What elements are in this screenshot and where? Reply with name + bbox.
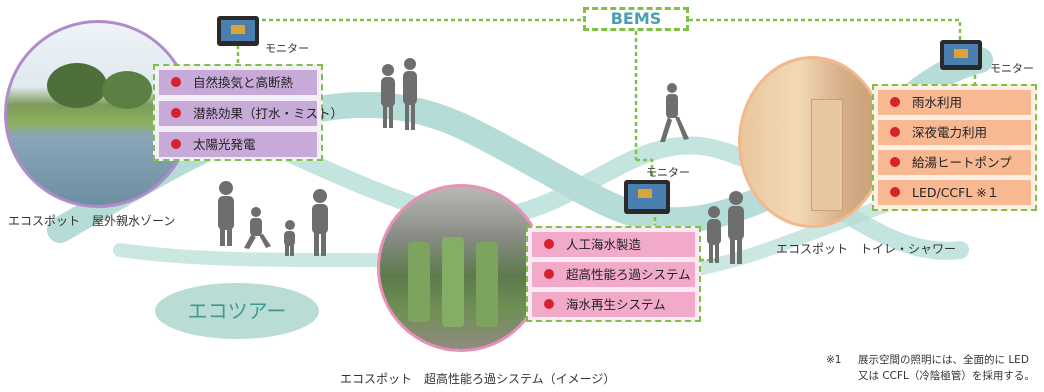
feature-item: 海水再生システム	[532, 292, 695, 317]
monitor-icon	[940, 40, 982, 70]
bullet-dot-icon	[890, 187, 900, 197]
footnote-line-1: 展示空間の照明には、全面的に LED	[858, 354, 1029, 366]
feature-label: 超高性能ろ過システム	[566, 267, 691, 282]
stall-panel	[811, 99, 843, 211]
filtration-system-photo	[377, 184, 545, 352]
tree-shape	[47, 63, 107, 108]
filtration-caption: エコスポット 超高性能ろ過システム（イメージ）	[340, 372, 616, 386]
outdoor-caption: エコスポット 屋外親水ゾーン	[8, 214, 176, 228]
toilet-feature-panel: 雨水利用 深夜電力利用 給湯ヒートポンプ LED/CCFL ※１	[872, 84, 1037, 211]
outdoor-feature-panel: 自然換気と高断熱 潜熱効果（打水・ミスト） 太陽光発電	[153, 64, 343, 161]
bems-box: BEMS	[583, 7, 689, 31]
feature-label: 人工海水製造	[566, 237, 642, 252]
feature-label: 雨水利用	[912, 95, 963, 110]
feature-label: 深夜電力利用	[912, 125, 988, 140]
tank-shape	[408, 242, 430, 322]
person-silhouette-icon	[403, 58, 417, 130]
footnote: ※1 展示空間の照明には、全面的に LED 又は CCFL（冷陰極管）を採用する…	[826, 352, 1035, 384]
feature-label: 太陽光発電	[193, 137, 256, 152]
footnote-line-2: 又は CCFL（冷陰極管）を採用する。	[858, 370, 1035, 382]
bullet-dot-icon	[544, 239, 554, 249]
person-silhouette-icon	[707, 206, 721, 263]
person-silhouette-icon	[381, 64, 395, 128]
bullet-dot-icon	[171, 77, 181, 87]
person-silhouette-icon	[218, 181, 234, 246]
feature-item: 太陽光発電	[159, 132, 317, 157]
feature-item: 人工海水製造	[532, 232, 695, 257]
bullet-dot-icon	[171, 108, 181, 118]
feature-item: 給湯ヒートポンプ	[878, 150, 1031, 175]
tree-shape	[102, 71, 152, 109]
feature-item: 雨水利用	[878, 90, 1031, 115]
person-silhouettes	[218, 58, 744, 264]
tank-shape	[476, 242, 498, 327]
tank-shape	[442, 237, 464, 327]
bullet-dot-icon	[890, 97, 900, 107]
monitor-icon	[217, 16, 259, 46]
bullet-dot-icon	[890, 157, 900, 167]
monitor-label-toilet: モニター	[990, 62, 1034, 75]
person-silhouette-icon	[660, 83, 689, 142]
feature-item: LED/CCFL ※１	[878, 180, 1031, 205]
person-silhouette-icon	[312, 189, 328, 256]
feature-label: 給湯ヒートポンプ	[912, 155, 1012, 170]
monitor-label-filtration: モニター	[646, 166, 690, 179]
feature-item: 自然換気と高断熱	[159, 70, 317, 95]
feature-item: 超高性能ろ過システム	[532, 262, 695, 287]
feature-label: 自然換気と高断熱	[193, 75, 294, 90]
monitor-label-outdoor: モニター	[265, 42, 309, 55]
bullet-dot-icon	[171, 139, 181, 149]
toilet-caption: エコスポット トイレ・シャワー	[776, 242, 957, 256]
person-silhouette-icon	[244, 207, 271, 249]
eco-tour-label: エコツアー	[155, 283, 319, 339]
bullet-dot-icon	[544, 299, 554, 309]
person-silhouette-icon	[284, 220, 295, 256]
feature-label: 潜熱効果（打水・ミスト）	[193, 106, 344, 121]
feature-item: 深夜電力利用	[878, 120, 1031, 145]
toilet-shower-photo	[738, 56, 886, 228]
feature-label: 海水再生システム	[566, 297, 666, 312]
footnote-mark: ※1	[826, 354, 842, 366]
bullet-dot-icon	[890, 127, 900, 137]
feature-item: 潜熱効果（打水・ミスト）	[159, 101, 343, 126]
feature-label: LED/CCFL ※１	[912, 185, 1000, 200]
person-silhouette-icon	[728, 191, 744, 264]
bullet-dot-icon	[544, 269, 554, 279]
monitor-icon	[624, 180, 670, 214]
filtration-feature-panel: 人工海水製造 超高性能ろ過システム 海水再生システム	[526, 226, 701, 322]
